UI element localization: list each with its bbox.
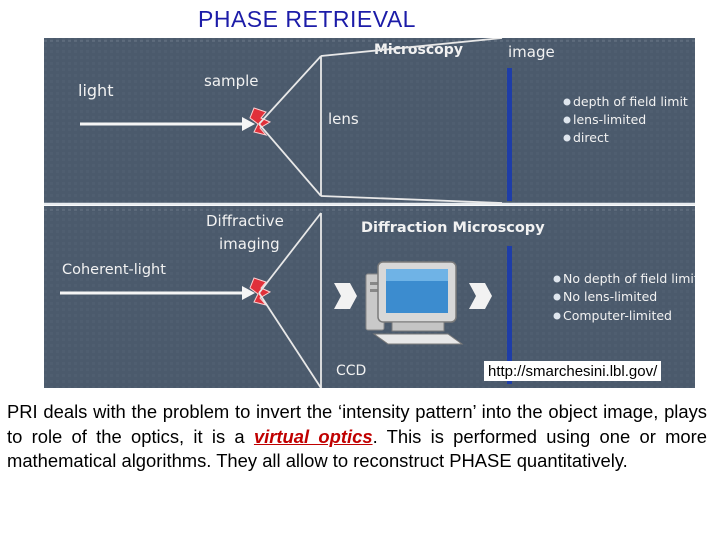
page-title: PHASE RETRIEVAL: [198, 6, 416, 32]
phase-retrieval-diagram: Microscopy light sample lens image depth…: [44, 38, 695, 388]
lens-shape: [320, 38, 503, 204]
source-url[interactable]: http://smarchesini.lbl.gov/: [484, 361, 662, 381]
bullet-icon: [563, 134, 571, 142]
ccd-label: CCD: [336, 363, 366, 379]
coherent-light-arrow: [60, 286, 255, 300]
light-arrow: [80, 117, 255, 131]
top-panel-header: Microscopy: [374, 42, 463, 58]
diffraction-cone: [258, 212, 322, 388]
ccd-detector: [507, 246, 512, 384]
paragraph-text-after: . This is performed using one or more ma…: [7, 425, 707, 472]
bullet-icon: [563, 98, 571, 106]
body-paragraph: PRI deals with the problem to invert the…: [7, 400, 707, 474]
computer-icon: [365, 261, 464, 345]
signal-arrow-right: [469, 283, 492, 309]
top-bullet-2: lens-limited: [573, 112, 646, 127]
bullet-icon: [553, 312, 561, 320]
bullet-icon: [563, 116, 571, 124]
lens-label: lens: [328, 110, 359, 128]
imaging-label: imaging: [219, 235, 280, 253]
bullet-icon: [553, 293, 561, 301]
image-plane: [507, 68, 512, 201]
light-label: light: [78, 81, 113, 100]
top-bullet-list: depth of field limit lens-limited direct: [563, 94, 688, 145]
image-label: image: [508, 43, 555, 61]
sample-shape: [249, 107, 272, 136]
coherent-light-label: Coherent-light: [62, 262, 166, 278]
bottom-panel-header: Diffraction Microscopy: [361, 220, 545, 236]
sample-label: sample: [204, 72, 259, 90]
signal-arrow-left: [334, 283, 357, 309]
virtual-optics-highlight: virtual optics: [253, 425, 373, 447]
top-panel-background: [44, 38, 695, 203]
bottom-bullet-list: No depth of field limit No lens-limited …: [553, 271, 695, 323]
bottom-bullet-2: No lens-limited: [563, 289, 657, 304]
top-bullet-1: depth of field limit: [573, 94, 688, 109]
bottom-bullet-3: Computer-limited: [563, 308, 672, 323]
bottom-bullet-1: No depth of field limit: [563, 271, 695, 286]
bullet-icon: [553, 275, 561, 283]
diffractive-label: Diffractive: [206, 212, 284, 230]
light-cone: [258, 55, 322, 197]
top-bullet-3: direct: [573, 130, 609, 145]
paragraph-text-before: PRI deals with the problem to invert the…: [7, 401, 707, 447]
